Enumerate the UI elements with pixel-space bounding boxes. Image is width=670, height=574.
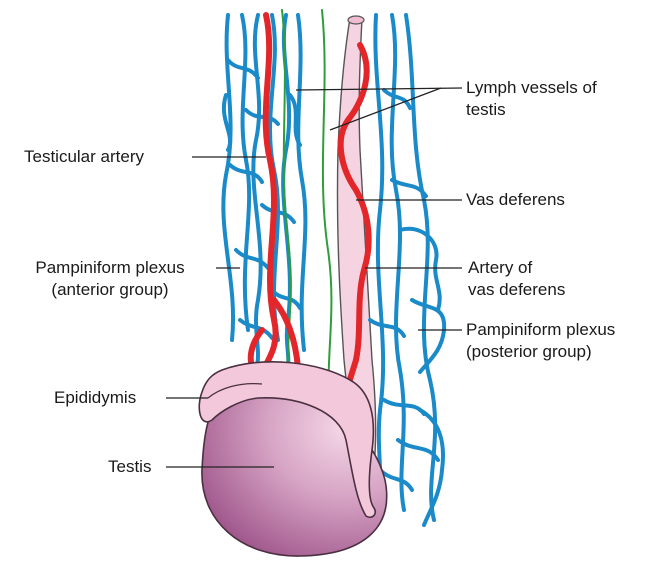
label-pampiniform-posterior: Pampiniform plexus (posterior group) <box>466 319 615 363</box>
vas-deferens-opening <box>348 16 364 24</box>
label-lymph-vessels: Lymph vessels of testis <box>466 77 597 121</box>
label-vas-deferens: Vas deferens <box>466 189 565 211</box>
label-pampiniform-anterior: Pampiniform plexus (anterior group) <box>6 257 214 301</box>
label-testis: Testis <box>108 456 151 478</box>
label-testicular-artery: Testicular artery <box>24 146 144 168</box>
pampiniform-plexus-anterior <box>223 15 305 372</box>
label-artery-of-vas-deferens: Artery of vas deferens <box>468 257 565 301</box>
label-epididymis: Epididymis <box>54 387 136 409</box>
